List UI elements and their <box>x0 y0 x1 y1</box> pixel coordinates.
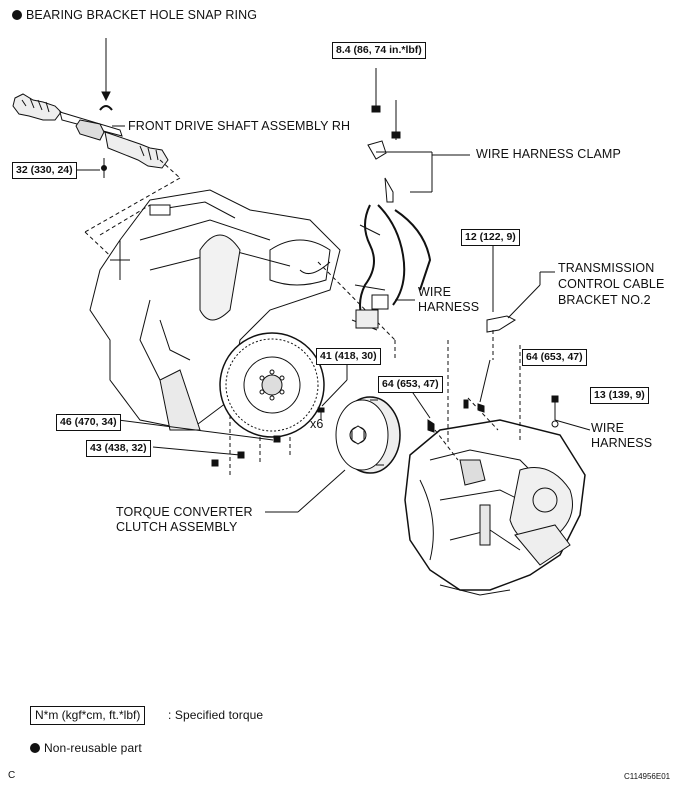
wire-harness-right-label-1: WIRE <box>591 421 625 435</box>
bracket-label-2: CONTROL CABLE <box>558 277 665 291</box>
torque-spec-bracket-bolt: 12 (122, 9) <box>461 229 520 246</box>
legend-nonreusable: Non-reusable part <box>30 741 142 756</box>
torque-leaders <box>117 359 591 456</box>
nonreusable-dot-icon <box>12 10 22 20</box>
transaxle-guide-lines <box>434 340 521 461</box>
front-drive-shaft-drawing <box>12 93 169 178</box>
torque-converter-leader <box>265 469 346 513</box>
wire-harness-center-label-1: WIRE <box>418 285 452 299</box>
torque-spec-shaft-bolt: 32 (330, 24) <box>12 162 77 179</box>
bracket-label-1: TRANSMISSION <box>558 261 655 275</box>
torque-spec-engine-bolt-1: 46 (470, 34) <box>56 414 121 431</box>
wire-harness-clamp-label: WIRE HARNESS CLAMP <box>476 147 621 161</box>
wire-harness-upper-drawing <box>351 68 432 331</box>
torque-spec-transaxle-bolt-left: 64 (653, 47) <box>378 376 443 393</box>
legend-unit-box: N*m (kgf*cm, ft.*lbf) <box>30 706 146 725</box>
torque-converter-label-1: TORQUE CONVERTER <box>116 505 253 519</box>
wire-harness-right-label-2: HARNESS <box>591 436 653 450</box>
snap-ring-text: BEARING BRACKET HOLE SNAP RING <box>26 8 258 22</box>
torque-spec-transaxle-bolt-upper: 64 (653, 47) <box>522 349 587 366</box>
shaft-guide-lines <box>84 159 181 266</box>
transaxle-drawing <box>404 419 586 596</box>
torque-spec-harness-bolt: 13 (139, 9) <box>590 387 649 404</box>
torque-converter-drawing <box>335 396 401 474</box>
footer-left-code: C <box>8 770 16 781</box>
wire-harness-center-label-2: HARNESS <box>418 300 480 314</box>
front-drive-shaft-label: FRONT DRIVE SHAFT ASSEMBLY RH <box>128 119 351 133</box>
torque-converter-label-2: CLUTCH ASSEMBLY <box>116 520 238 534</box>
snap-ring-label: BEARING BRACKET HOLE SNAP RING <box>12 8 257 23</box>
bolts <box>211 395 559 467</box>
bolt-count-label: x6 <box>310 417 324 431</box>
clamp-leader <box>376 151 470 193</box>
torque-spec-converter-bolt: 41 (418, 30) <box>316 348 381 365</box>
figure-code: C114956E01 <box>624 772 671 781</box>
snap-ring-part <box>99 38 113 111</box>
bracket-drawing <box>486 246 555 360</box>
torque-spec-clamp-bolt: 8.4 (86, 74 in.*lbf) <box>332 42 426 59</box>
drive-plate-drawing <box>219 332 325 438</box>
torque-spec-engine-bolt-2: 43 (438, 32) <box>86 440 151 457</box>
bracket-label-3: BRACKET NO.2 <box>558 293 651 307</box>
nonreusable-dot-icon <box>30 743 40 753</box>
legend-nonreusable-text: Non-reusable part <box>44 741 142 755</box>
legend-unit-description: : Specified torque <box>168 708 264 722</box>
